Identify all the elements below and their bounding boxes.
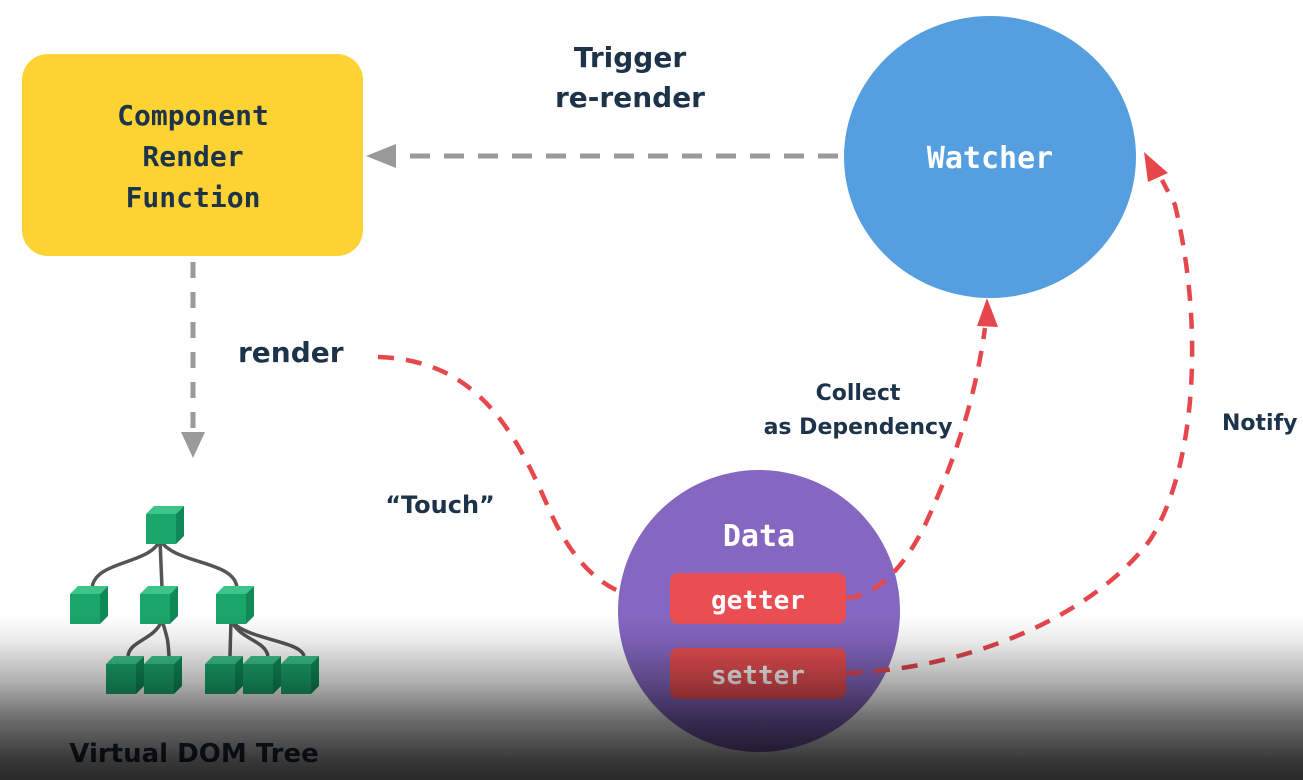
trigger-label-line1: Trigger xyxy=(574,41,687,74)
data-node: Data getter setter xyxy=(618,470,900,752)
component-label-line2: Render xyxy=(142,140,243,173)
render-arrow-head-icon xyxy=(181,432,205,458)
virtual-dom-tree-node: Virtual DOM Tree xyxy=(69,506,319,769)
component-label-line1: Component xyxy=(117,99,269,132)
trigger-label-line2: re-render xyxy=(555,81,705,114)
getter-label: getter xyxy=(711,586,805,616)
vdom-label: Virtual DOM Tree xyxy=(69,739,318,769)
collect-arrow-head-icon xyxy=(977,298,998,327)
trigger-arrow-head-icon xyxy=(366,144,396,168)
setter-label: setter xyxy=(711,661,805,691)
notify-label: Notify xyxy=(1222,411,1298,436)
watcher-label: Watcher xyxy=(927,141,1053,176)
render-edge: render xyxy=(181,262,344,458)
collect-label-line1: Collect xyxy=(816,381,901,406)
tree-node-cube-icon xyxy=(205,656,243,694)
tree-node-cube-icon xyxy=(216,586,254,624)
touch-label: “Touch” xyxy=(385,491,495,519)
watcher-node: Watcher xyxy=(844,16,1136,298)
render-label: render xyxy=(238,336,344,369)
data-label: Data xyxy=(723,519,795,554)
tree-node-cube-icon xyxy=(144,656,182,694)
tree-node-cube-icon xyxy=(70,586,108,624)
touch-arrow-line xyxy=(377,354,641,601)
trigger-rerender-edge: Trigger re-render xyxy=(366,41,838,168)
tree-cubes xyxy=(70,506,319,694)
tree-node-cube-icon xyxy=(106,656,144,694)
component-label-line3: Function xyxy=(126,181,261,214)
tree-node-cube-icon xyxy=(146,506,184,544)
notify-arrow-head-icon xyxy=(1144,152,1168,182)
tree-node-cube-icon xyxy=(243,656,281,694)
tree-node-cube-icon xyxy=(281,656,319,694)
tree-node-cube-icon xyxy=(140,586,178,624)
collect-label-line2: as Dependency xyxy=(764,415,953,440)
tree-connectors xyxy=(90,538,306,657)
component-render-function-node: Component Render Function xyxy=(22,54,363,256)
